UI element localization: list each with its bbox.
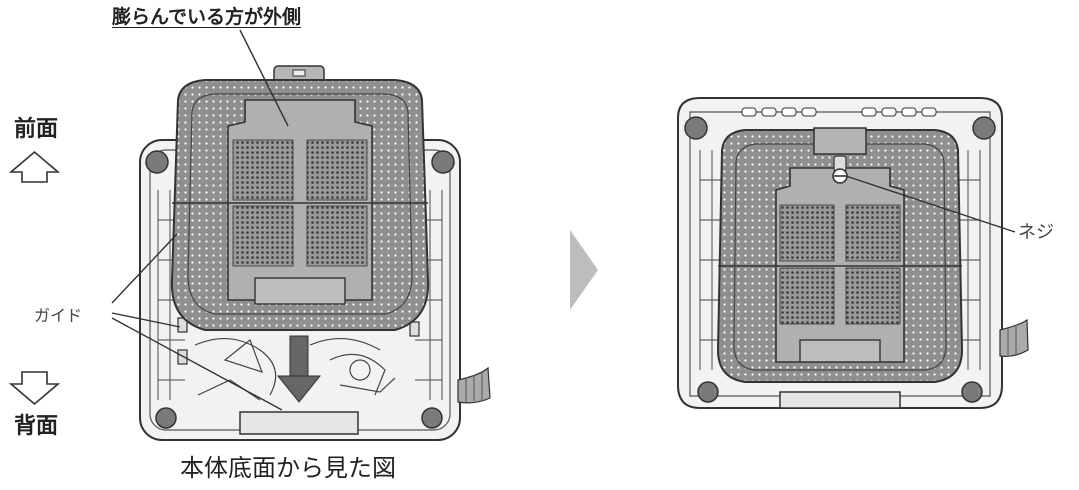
back-label: 背面 (14, 414, 59, 439)
guide-label: ガイド (34, 306, 83, 325)
bulge-leader-line (239, 29, 289, 127)
guide-leader-lines (111, 233, 283, 411)
step-chevron-icon (570, 230, 598, 310)
left-mechanism (194, 337, 396, 401)
left-filter (170, 65, 430, 331)
screw-label: ネジ (1018, 222, 1054, 243)
front-label: 前面 (14, 117, 59, 142)
right-filter (716, 127, 964, 383)
bulge-outside-label: 膨らんでいる方が外側 (112, 6, 302, 28)
screw-leader-line (845, 175, 1016, 233)
left-feet (145, 150, 455, 429)
screw-icon (832, 155, 848, 184)
back-arrow-icon (8, 371, 61, 406)
right-feet (684, 116, 996, 403)
insert-arrow (276, 335, 322, 403)
front-arrow-icon (8, 150, 61, 183)
view-caption: 本体底面から見た図 (180, 454, 396, 482)
